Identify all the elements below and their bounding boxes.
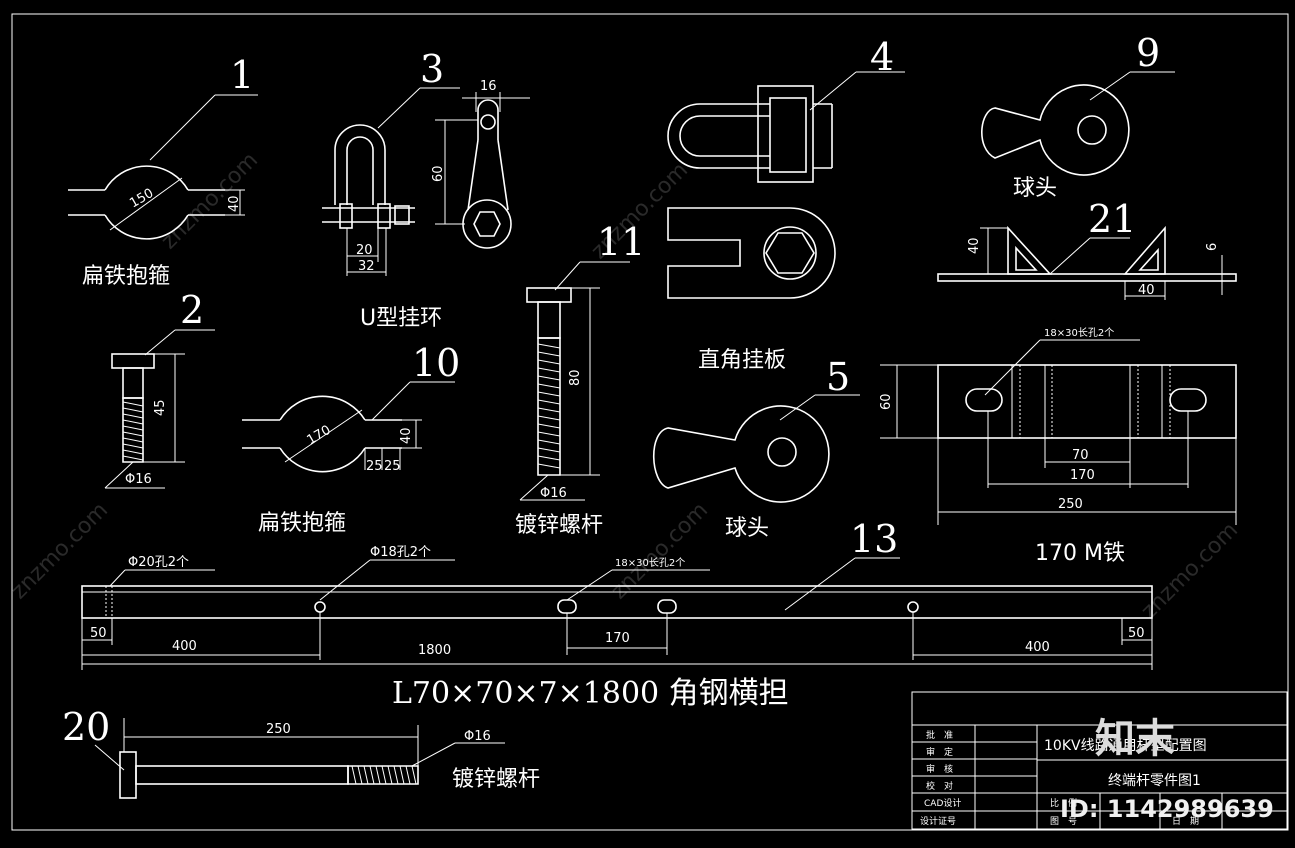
tb-role: 设计证号 [920,815,956,827]
title-block: 批 准 审 定 审 核 校 对 CAD设计 设计证号 10KV线路通用杆型配置图… [911,691,1288,830]
part-2-bolt: 2 45 Φ16 [104,288,215,489]
part-number: 13 [850,517,898,561]
note-label: Φ18孔2个 [370,545,431,560]
tb-field: 比 例 [1050,797,1077,809]
part-caption: 镀锌螺杆 [515,513,603,538]
dim-label: 250 [266,722,291,737]
part-9-ball-head: 9 球头 [981,31,1175,201]
dim-label: 80 [568,369,583,386]
note-label: 18×30长孔2个 [615,557,685,569]
dim-label: 20 [356,243,373,258]
watermark-text: znzmo.com [607,498,713,604]
dia-label: Φ16 [464,729,491,744]
part-13-angle-steel: 13 Φ20孔2个 Φ18孔2个 18×30长孔2个 50 400 1800 1… [81,517,1153,711]
part-title: L70×70×7×1800 角钢横担 [392,676,789,711]
tb-sheet-title: 终端杆零件图1 [1108,773,1201,789]
part-number: 10 [412,341,460,385]
dim-label: 40 [227,195,242,212]
dim-label: 170 [305,423,334,448]
dia-label: Φ16 [125,472,152,487]
part-caption: 镀锌螺杆 [452,767,540,792]
dia-label: Φ16 [540,486,567,501]
dim-label: 50 [90,626,107,641]
part-number: 2 [180,288,204,332]
site-logo: 知末 [1095,716,1175,762]
dim-label: 400 [172,639,197,654]
watermark-text: znzmo.com [157,148,263,254]
tb-field: 图 号 [1050,816,1077,827]
dim-label: 170 [1070,468,1095,483]
part-10-flat-iron-hoop: 10 170 40 25 25 扁铁抱箍 [242,341,460,536]
dim-label: 400 [1025,640,1050,655]
part-number: 4 [870,35,894,79]
tb-drawing-title: 10KV线路通用杆型配置图 [1044,738,1207,754]
part-number: 21 [1088,197,1136,241]
part-caption: 扁铁抱箍 [258,511,346,536]
sheet-border [11,13,1289,831]
part-1-flat-iron-hoop: 1 150 40 扁铁抱箍 [68,53,258,289]
part-caption: U型挂环 [360,306,442,331]
note-label: 18×30长孔2个 [1044,327,1114,339]
watermark-text: znzmo.com [7,498,113,604]
tb-role: 审 核 [926,763,953,775]
dim-label: 16 [480,79,497,94]
note-label: Φ20孔2个 [128,555,189,570]
part-number: 3 [420,47,444,91]
tb-role: 审 定 [926,746,953,758]
dim-label: 32 [358,259,375,274]
part-5-ball-head: 5 球头 [652,355,860,541]
dim-label: 6 [1205,243,1220,251]
dim-label: 60 [431,165,446,182]
part-number: 5 [826,355,850,399]
part-caption: 球头 [1013,176,1057,201]
dim-label: 45 [153,399,168,416]
part-3-u-shackle: 3 16 60 20 32 U型挂环 [322,47,530,331]
dim-label: 25 [366,459,383,474]
part-number: 20 [62,705,110,749]
part-21-bracket: 21 40 6 40 [937,197,1237,300]
part-11-bolt: 11 80 Φ16 镀锌螺杆 [515,220,645,538]
part-4-shackle-plate: 4 直角挂板 [667,35,905,373]
dim-label: 40 [399,427,414,444]
dim-label: 250 [1058,497,1083,512]
dim-label: 70 [1072,448,1089,463]
part-caption: 170 M铁 [1035,541,1125,566]
part-20-long-bolt: 20 250 Φ16 镀锌螺杆 [62,705,540,799]
dim-label: 60 [879,393,894,410]
dim-label: 50 [1128,626,1145,641]
tb-field: 日 期 [1172,816,1199,827]
dim-label: 25 [384,459,401,474]
dim-label: 40 [967,237,982,254]
part-caption: 直角挂板 [698,348,786,373]
part-number: 9 [1136,31,1160,75]
tb-role: 校 对 [926,780,953,792]
hoop-lower-arc [104,214,189,240]
tb-role: 批 准 [926,729,953,741]
part-number: 11 [597,220,645,264]
part-caption: 扁铁抱箍 [82,264,170,289]
part-m-iron: 60 70 170 250 18×30长孔2个 170 M铁 [879,327,1237,566]
tb-role: CAD设计 [924,797,961,809]
part-number: 1 [230,53,254,97]
dim-label: 1800 [418,643,451,658]
dim-label: 40 [1138,283,1155,298]
resource-id: ID: 1142989639 [1060,795,1274,823]
shackle-body [334,124,386,205]
part-caption: 球头 [725,516,769,541]
dim-label: 170 [605,631,630,646]
